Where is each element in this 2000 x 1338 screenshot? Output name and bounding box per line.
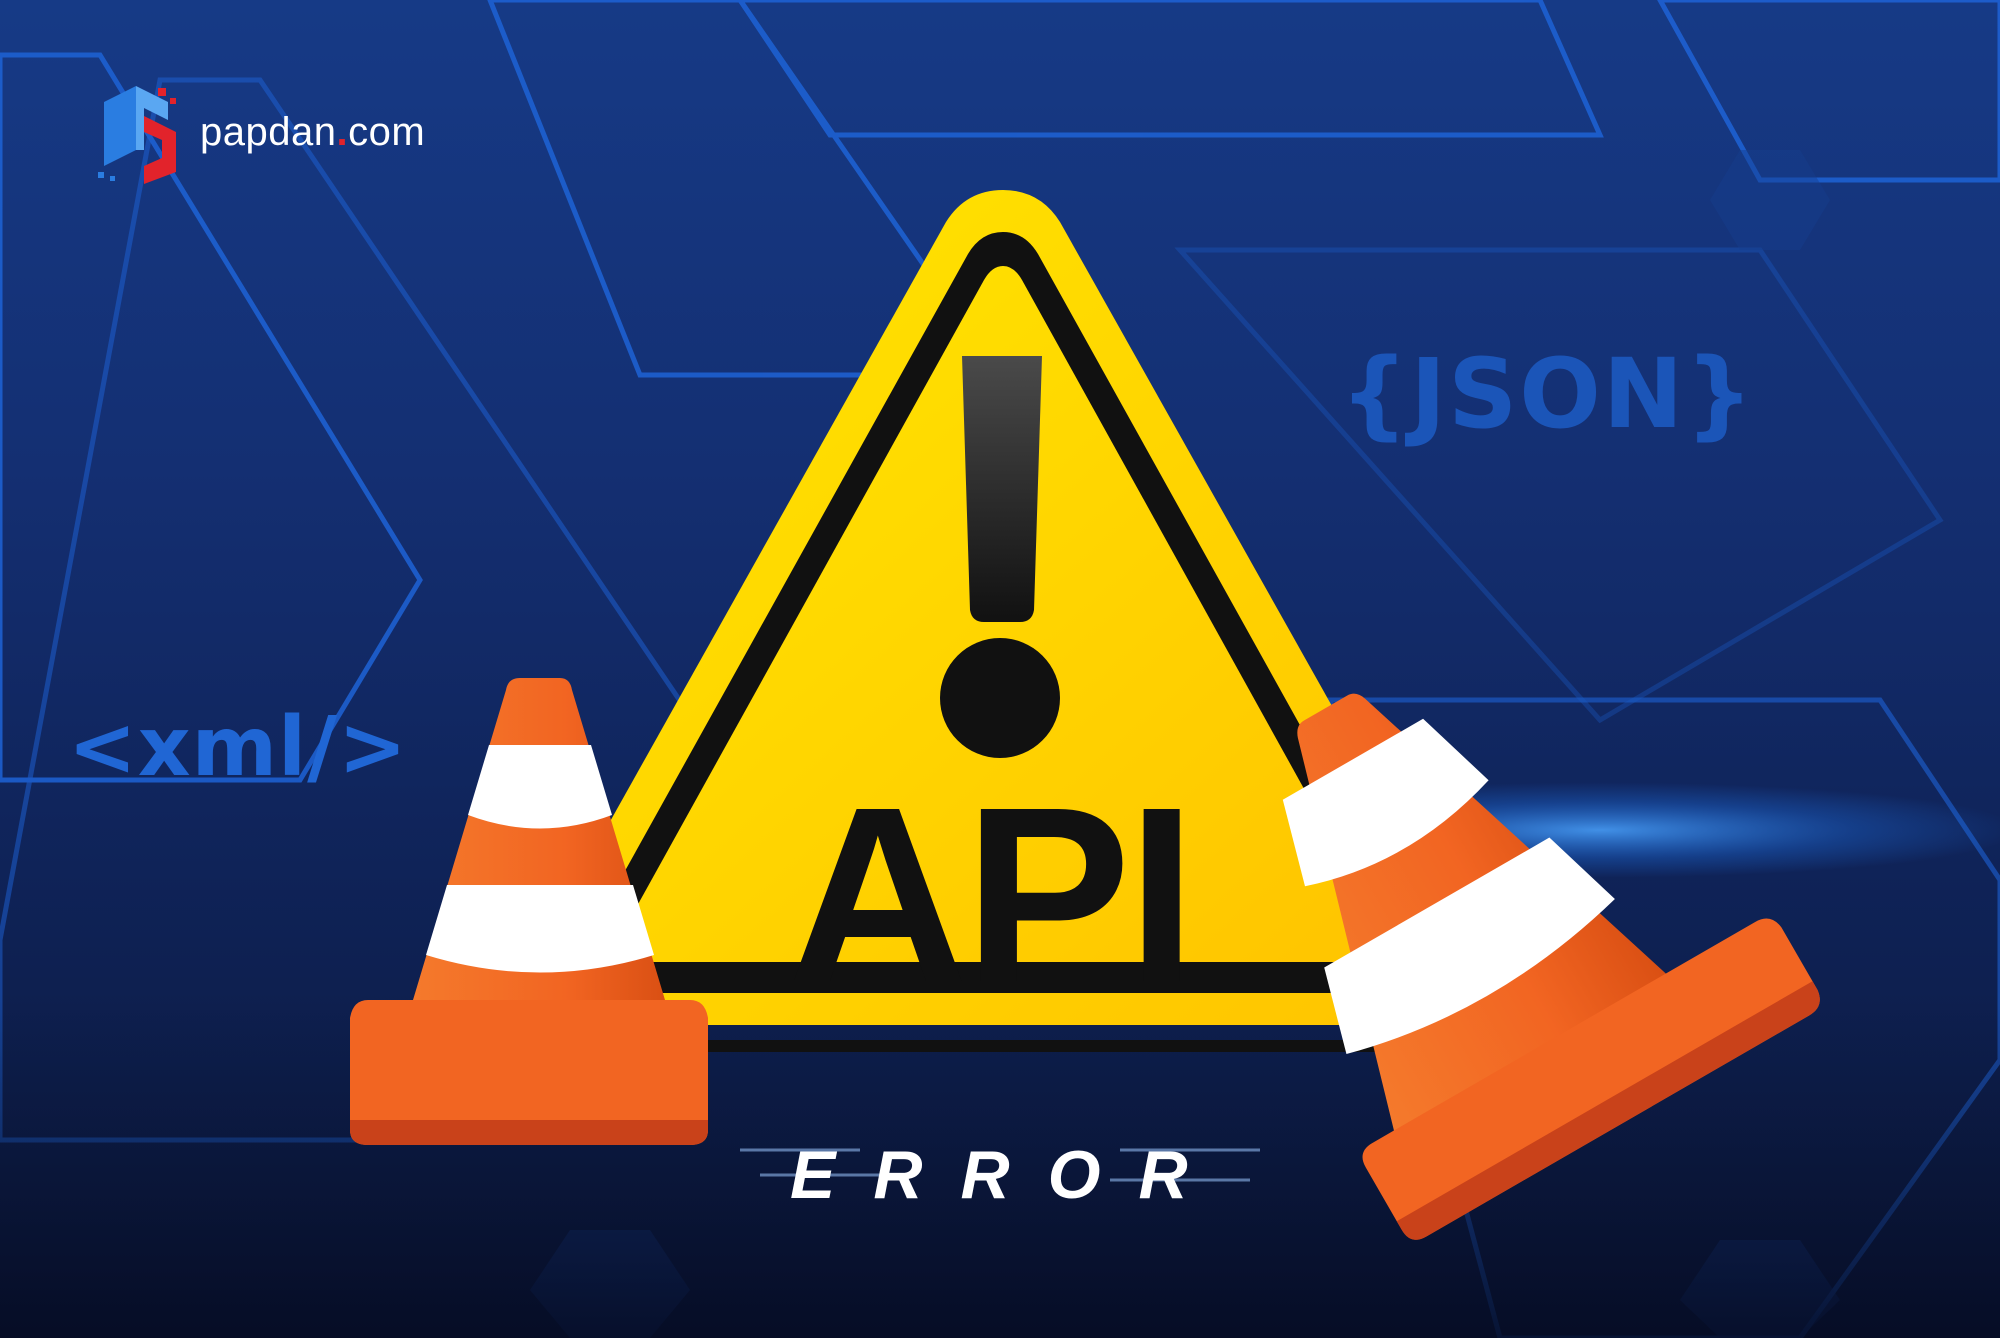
- brand-logo[interactable]: papdan.com: [96, 80, 425, 184]
- xml-label: <xml/>: [68, 700, 408, 795]
- warning-sign: [545, 190, 1463, 1052]
- traffic-cone-right: [1282, 693, 1820, 1240]
- error-label: ERROR: [790, 1137, 1226, 1213]
- papdan-logo-icon: [98, 86, 176, 184]
- api-label: API: [787, 755, 1197, 1034]
- exclamation-icon: [940, 356, 1060, 758]
- brand-wordmark: papdan.com: [200, 110, 425, 155]
- json-label: {JSON}: [1340, 338, 1756, 450]
- brand-tld: com: [348, 109, 426, 154]
- brand-name: papdan: [200, 109, 337, 154]
- traffic-cone-left: [350, 678, 708, 1145]
- brand-dot: .: [336, 109, 349, 154]
